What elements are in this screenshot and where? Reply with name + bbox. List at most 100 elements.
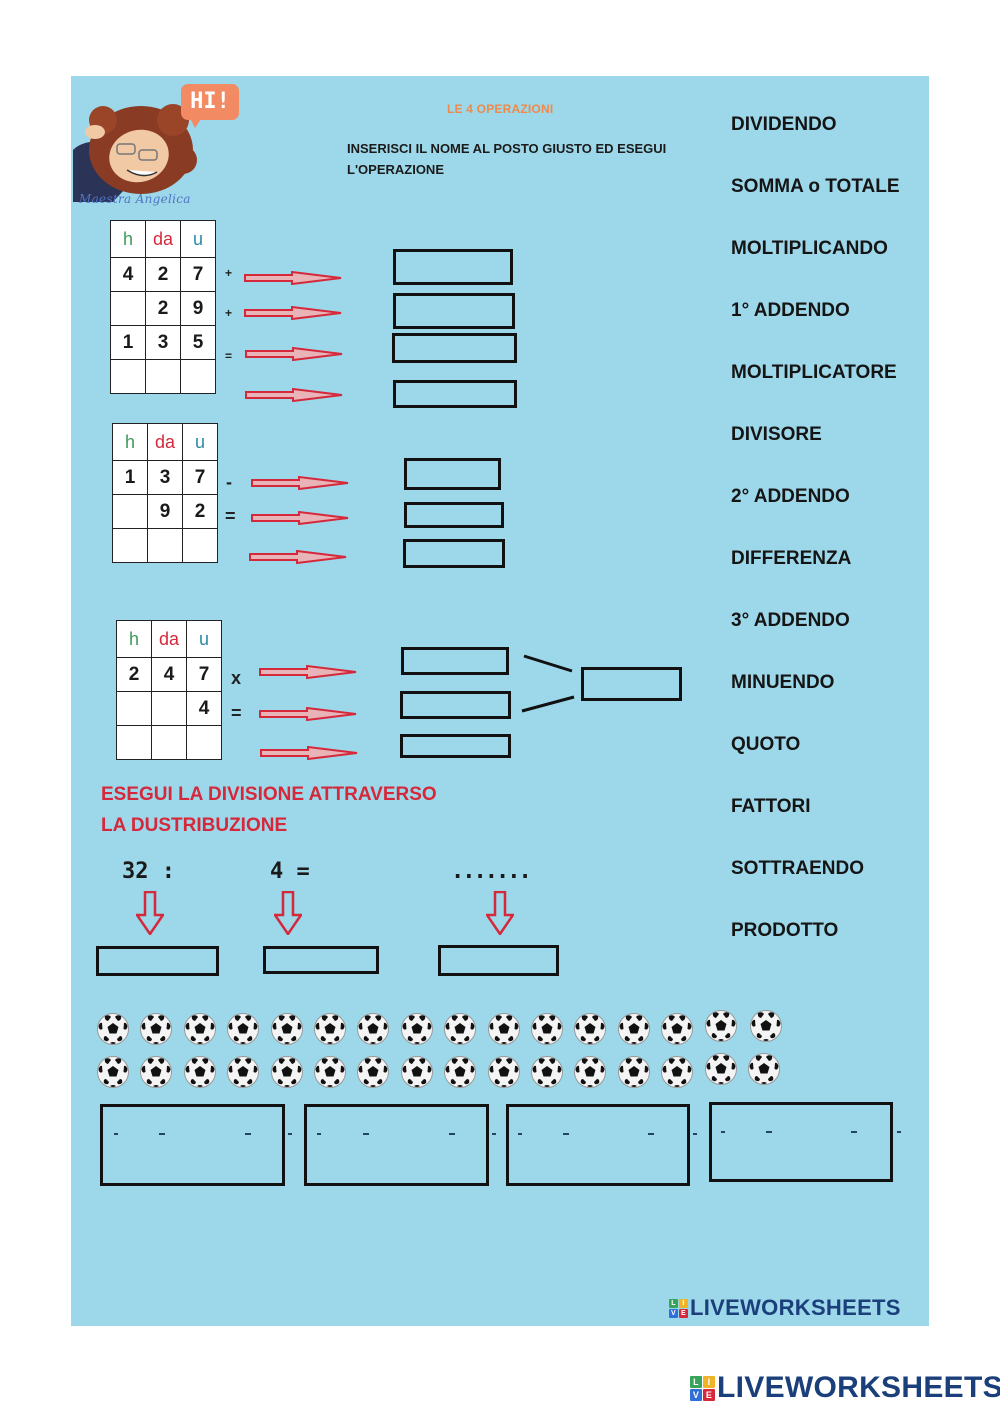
- worksheet-page: HI! Maestra Angelica LE 4 OPERAZIONI INS…: [71, 76, 929, 1326]
- column-header-h: h: [116, 620, 152, 658]
- soccer-ball-icon[interactable]: [356, 1012, 390, 1046]
- addition-answer-box[interactable]: [393, 249, 513, 285]
- dash-mark: [563, 1133, 569, 1135]
- multiplication-answer-box[interactable]: [401, 647, 509, 675]
- soccer-ball-icon[interactable]: [443, 1012, 477, 1046]
- soccer-ball-icon[interactable]: [487, 1055, 521, 1089]
- subtraction-answer-box[interactable]: [403, 539, 505, 568]
- subtraction-answer-box[interactable]: [404, 458, 501, 490]
- dividend-answer-box[interactable]: [96, 946, 219, 976]
- soccer-ball-icon[interactable]: [573, 1012, 607, 1046]
- digit-cell: [112, 494, 148, 529]
- logo-letter: L: [669, 1298, 678, 1308]
- factors-group-box[interactable]: [581, 667, 682, 701]
- soccer-ball-icon[interactable]: [139, 1055, 173, 1089]
- word-bank-item[interactable]: 2° ADDENDO: [731, 486, 850, 507]
- dividend-label: 32 :: [122, 859, 175, 884]
- digit-cell: 7: [182, 460, 218, 495]
- soccer-ball-icon[interactable]: [487, 1012, 521, 1046]
- result-digit-input[interactable]: [151, 725, 187, 760]
- soccer-ball-icon[interactable]: [530, 1012, 564, 1046]
- distribution-group-box[interactable]: [304, 1104, 489, 1186]
- brand-name: LIVEWORKSHEETS: [690, 1295, 901, 1320]
- soccer-ball-icon[interactable]: [749, 1009, 783, 1043]
- soccer-ball-icon[interactable]: [747, 1052, 781, 1086]
- subtraction-answer-box[interactable]: [404, 502, 504, 528]
- soccer-ball-icon[interactable]: [573, 1055, 607, 1089]
- result-digit-input[interactable]: [112, 528, 148, 563]
- word-bank-item[interactable]: MOLTIPLICATORE: [731, 362, 897, 383]
- addition-answer-box[interactable]: [393, 380, 517, 408]
- soccer-ball-icon[interactable]: [313, 1055, 347, 1089]
- digit-cell: 4: [110, 257, 146, 292]
- result-digit-input[interactable]: [145, 359, 181, 394]
- word-bank-item[interactable]: DIFFERENZA: [731, 548, 852, 569]
- word-bank-item[interactable]: MOLTIPLICANDO: [731, 238, 888, 259]
- digit-cell: 7: [186, 657, 222, 692]
- digit-cell: 3: [145, 325, 181, 360]
- word-bank-item[interactable]: QUOTO: [731, 734, 801, 755]
- word-bank-item[interactable]: 1° ADDENDO: [731, 300, 850, 321]
- soccer-ball-icon[interactable]: [356, 1055, 390, 1089]
- right-arrow-icon: [249, 550, 347, 564]
- soccer-ball-icon[interactable]: [226, 1055, 260, 1089]
- quotient-placeholder: .......: [451, 859, 532, 884]
- result-digit-input[interactable]: [116, 725, 152, 760]
- digit-cell: 2: [145, 257, 181, 292]
- soccer-ball-icon[interactable]: [660, 1012, 694, 1046]
- right-arrow-icon: [251, 476, 349, 490]
- result-digit-input[interactable]: [180, 359, 216, 394]
- quotient-answer-box[interactable]: [438, 945, 559, 976]
- multiplication-answer-box[interactable]: [400, 734, 511, 758]
- right-arrow-icon: [259, 665, 357, 679]
- divisor-answer-box[interactable]: [263, 946, 379, 974]
- soccer-ball-icon[interactable]: [660, 1055, 694, 1089]
- soccer-ball-icon[interactable]: [139, 1012, 173, 1046]
- soccer-ball-icon[interactable]: [530, 1055, 564, 1089]
- soccer-ball-icon[interactable]: [96, 1055, 130, 1089]
- speech-bubble-tail: [189, 116, 203, 128]
- addition-answer-box[interactable]: [392, 333, 517, 363]
- soccer-ball-icon[interactable]: [313, 1012, 347, 1046]
- word-bank-item[interactable]: DIVIDENDO: [731, 114, 837, 135]
- word-bank-item[interactable]: SOMMA o TOTALE: [731, 176, 900, 197]
- soccer-ball-icon[interactable]: [704, 1009, 738, 1043]
- soccer-ball-icon[interactable]: [270, 1055, 304, 1089]
- word-bank-item[interactable]: MINUENDO: [731, 672, 835, 693]
- result-digit-input[interactable]: [186, 725, 222, 760]
- dash-mark: [693, 1133, 697, 1135]
- soccer-ball-icon[interactable]: [400, 1012, 434, 1046]
- soccer-ball-icon[interactable]: [270, 1012, 304, 1046]
- soccer-ball-icon[interactable]: [617, 1012, 651, 1046]
- soccer-ball-icon[interactable]: [704, 1052, 738, 1086]
- result-digit-input[interactable]: [110, 359, 146, 394]
- liveworksheets-logo-icon: L I V E: [669, 1298, 688, 1318]
- word-bank-item[interactable]: SOTTRAENDO: [731, 858, 864, 879]
- soccer-ball-icon[interactable]: [617, 1055, 651, 1089]
- soccer-ball-icon[interactable]: [400, 1055, 434, 1089]
- soccer-ball-icon[interactable]: [443, 1055, 477, 1089]
- distribution-group-box[interactable]: [100, 1104, 285, 1186]
- times-operator: x: [231, 668, 242, 688]
- word-bank-item[interactable]: 3° ADDENDO: [731, 610, 850, 631]
- soccer-ball-icon[interactable]: [96, 1012, 130, 1046]
- multiplication-answer-box[interactable]: [400, 691, 511, 719]
- soccer-ball-icon[interactable]: [183, 1012, 217, 1046]
- digit-cell: 1: [110, 325, 146, 360]
- digit-cell: [116, 691, 152, 726]
- logo-letter: I: [679, 1298, 688, 1308]
- word-bank-item[interactable]: FATTORI: [731, 796, 811, 817]
- soccer-ball-icon[interactable]: [226, 1012, 260, 1046]
- soccer-ball-icon[interactable]: [183, 1055, 217, 1089]
- result-digit-input[interactable]: [147, 528, 183, 563]
- word-bank-item[interactable]: DIVISORE: [731, 424, 822, 445]
- addition-answer-box[interactable]: [393, 293, 515, 329]
- liveworksheets-footer-logo[interactable]: L I V E LIVEWORKSHEETS: [690, 1371, 1000, 1405]
- distribution-group-box[interactable]: [709, 1102, 893, 1182]
- right-arrow-icon: [251, 511, 349, 525]
- result-digit-input[interactable]: [182, 528, 218, 563]
- distribution-group-box[interactable]: [506, 1104, 690, 1186]
- word-bank-item[interactable]: PRODOTTO: [731, 920, 839, 941]
- dash-mark: [492, 1133, 496, 1135]
- right-arrow-icon: [244, 306, 342, 320]
